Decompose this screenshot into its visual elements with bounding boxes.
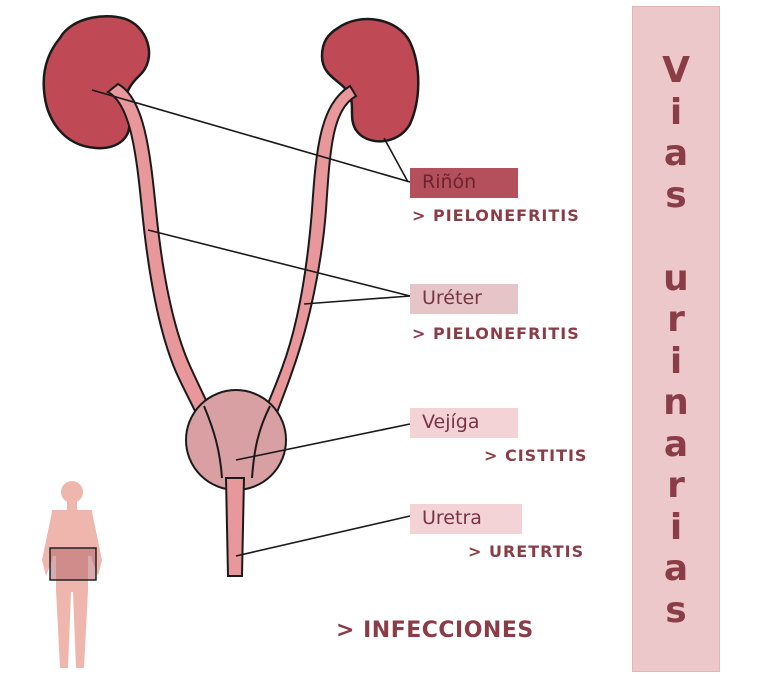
disease-urethra: > URETRTIS: [468, 542, 585, 561]
banner-title: V i a s u r i n a r i a s: [662, 50, 690, 631]
label-ureter: Uréter: [410, 284, 518, 314]
label-bladder: Vejíga: [410, 408, 518, 438]
disease-bladder: > CISTITIS: [484, 446, 588, 465]
human-figure-icon: [42, 481, 102, 668]
vertical-banner: V i a s u r i n a r i a s: [632, 6, 720, 672]
label-urethra: Uretra: [410, 504, 522, 534]
leader-ureter-right: [303, 295, 411, 305]
leader-urethra: [235, 515, 411, 557]
leader-kidney-right: [383, 137, 409, 183]
infections-heading: > INFECCIONES: [336, 618, 534, 643]
highlight-box: [49, 547, 97, 581]
leader-bladder: [235, 423, 411, 461]
leader-kidney-left: [91, 89, 411, 183]
label-kidney: Riñón: [410, 168, 518, 198]
disease-kidney: > PIELONEFRITIS: [412, 206, 580, 225]
disease-ureter: > PIELONEFRITIS: [412, 324, 580, 343]
leader-ureter-left: [147, 229, 411, 297]
right-kidney: [320, 17, 420, 143]
bladder: [185, 389, 287, 491]
urethra: [224, 477, 246, 577]
